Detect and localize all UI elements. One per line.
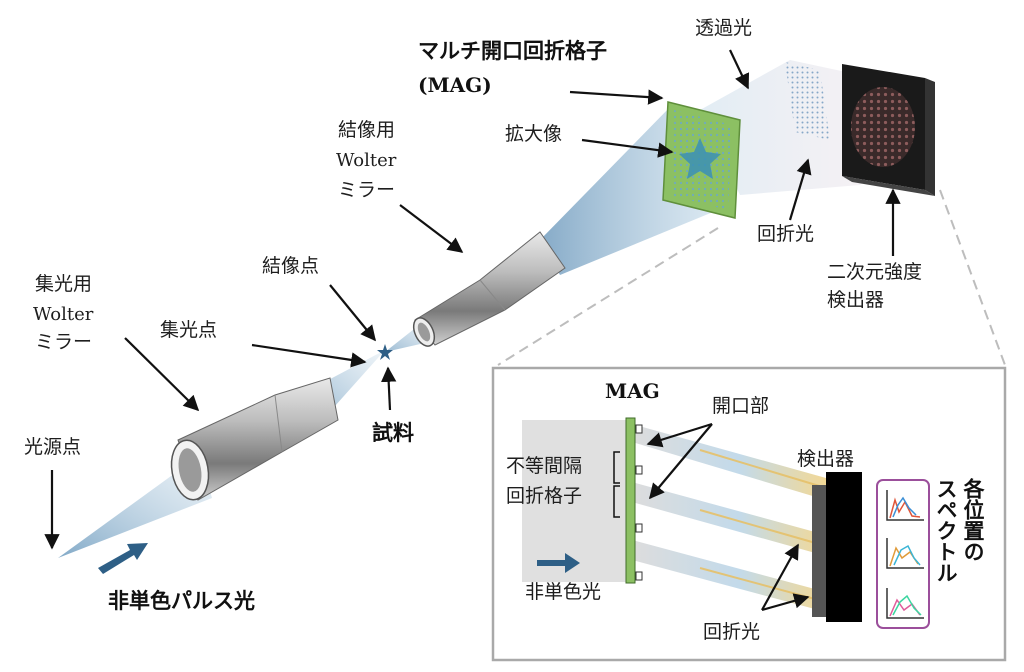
spectrum-plot-2 (886, 538, 924, 569)
diffraction-pattern (785, 62, 830, 140)
focusing-mirror-label-2: Wolter (33, 304, 94, 325)
inset-unequal-label-2: 回折格子 (506, 485, 582, 507)
mag-title: マルチ開口回折格子 (418, 39, 607, 63)
inset-mag-label: MAG (605, 379, 660, 403)
2d-detector (842, 64, 935, 196)
source-point-label: 光源点 (24, 436, 81, 458)
pulse-light-label: 非単色パルス光 (108, 589, 255, 613)
imaging-wolter-mirror (412, 231, 566, 347)
mag-abbr: (MAG) (418, 73, 492, 97)
inset-non-mono-light-label: 非単色光 (525, 581, 601, 603)
spectrum-plot-3 (886, 588, 924, 619)
transmitted-light-label: 透過光 (695, 17, 752, 39)
inset-detector-label: 検出器 (797, 448, 854, 470)
inset-diffracted-light-label: 回折光 (703, 621, 760, 643)
diffracted-light-label: 回折光 (757, 223, 814, 245)
imaging-point-label: 結像点 (262, 255, 319, 277)
callout-arrows (44, 49, 901, 550)
inset-panel: MAG 開口部 不等間隔 回折格子 検出器 非単色光 回折光 各位置の スペクト… (491, 366, 1007, 662)
inset-light-arrow-icon (537, 553, 580, 573)
focal-point-label: 集光点 (160, 319, 217, 341)
inset-ray-1 (632, 424, 826, 500)
magnified-image-label: 拡大像 (505, 123, 562, 145)
spectra-label-2: スペクトル (934, 478, 958, 583)
pulse-direction-arrow-icon (98, 543, 148, 574)
imaging-mirror-label-1: 結像用 (338, 119, 395, 141)
spectra-box (876, 479, 930, 629)
zoom-guides (497, 189, 1006, 366)
detector-2d-label-1: 二次元強度 (827, 261, 922, 283)
focusing-wolter-mirror (170, 377, 339, 501)
inset-aperture-label: 開口部 (712, 395, 769, 417)
detector-2d-label-2: 検出器 (827, 289, 884, 311)
inset-incoming-light-area (522, 420, 627, 582)
focusing-mirror-label-3: ミラー (35, 331, 92, 353)
focusing-mirror-label-1: 集光用 (35, 273, 92, 295)
inset-unequal-label-1: 不等間隔 (506, 455, 582, 477)
sample-label: 試料 (372, 421, 414, 445)
imaging-mirror-label-2: Wolter (336, 150, 397, 171)
spectrum-plot-1 (886, 490, 924, 521)
inset-detector-block (812, 485, 826, 617)
inset-grating-strip (625, 417, 636, 584)
mag-plate (662, 101, 741, 219)
spectra-label-1: 各位置の (961, 477, 986, 562)
magnified-star-icon (679, 138, 721, 179)
sample-star-icon (377, 344, 393, 360)
imaging-mirror-label-3: ミラー (338, 179, 395, 201)
